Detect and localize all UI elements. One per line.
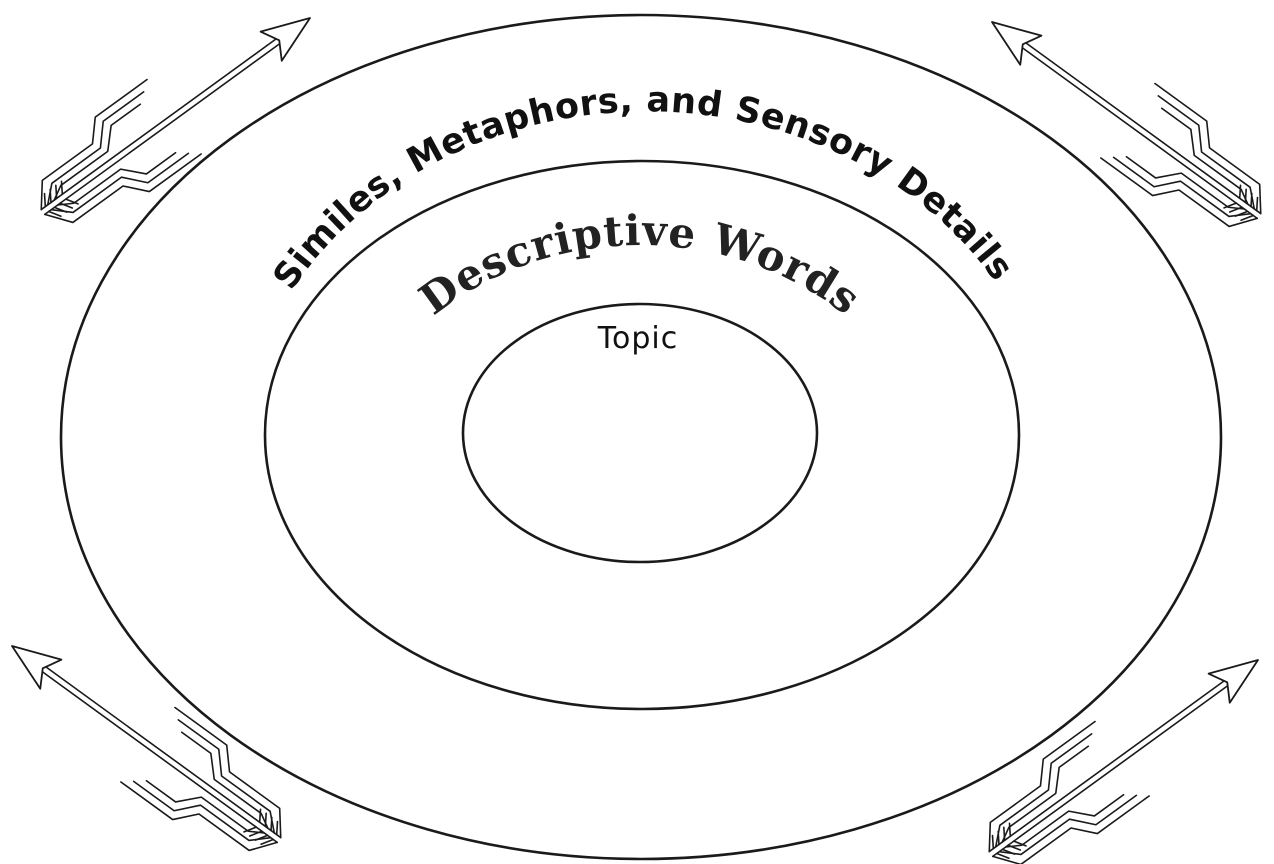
outer-ring-label-text: Similes, Metaphors, and Sensory Details xyxy=(266,80,1021,296)
inner-circle-label: Topic xyxy=(597,321,678,356)
arrow-icon-top-right xyxy=(965,0,1274,253)
middle-ring-label-text: Descriptive Words xyxy=(410,206,870,324)
middle-ring-label: Descriptive Words xyxy=(410,206,870,324)
outer-ring xyxy=(61,15,1221,859)
arrow-icon-top-left xyxy=(16,0,337,249)
arrow-icon-bottom-left xyxy=(0,609,306,864)
outer-ring-label: Similes, Metaphors, and Sensory Details xyxy=(266,80,1021,296)
arrow-icon-bottom-right xyxy=(964,623,1274,864)
